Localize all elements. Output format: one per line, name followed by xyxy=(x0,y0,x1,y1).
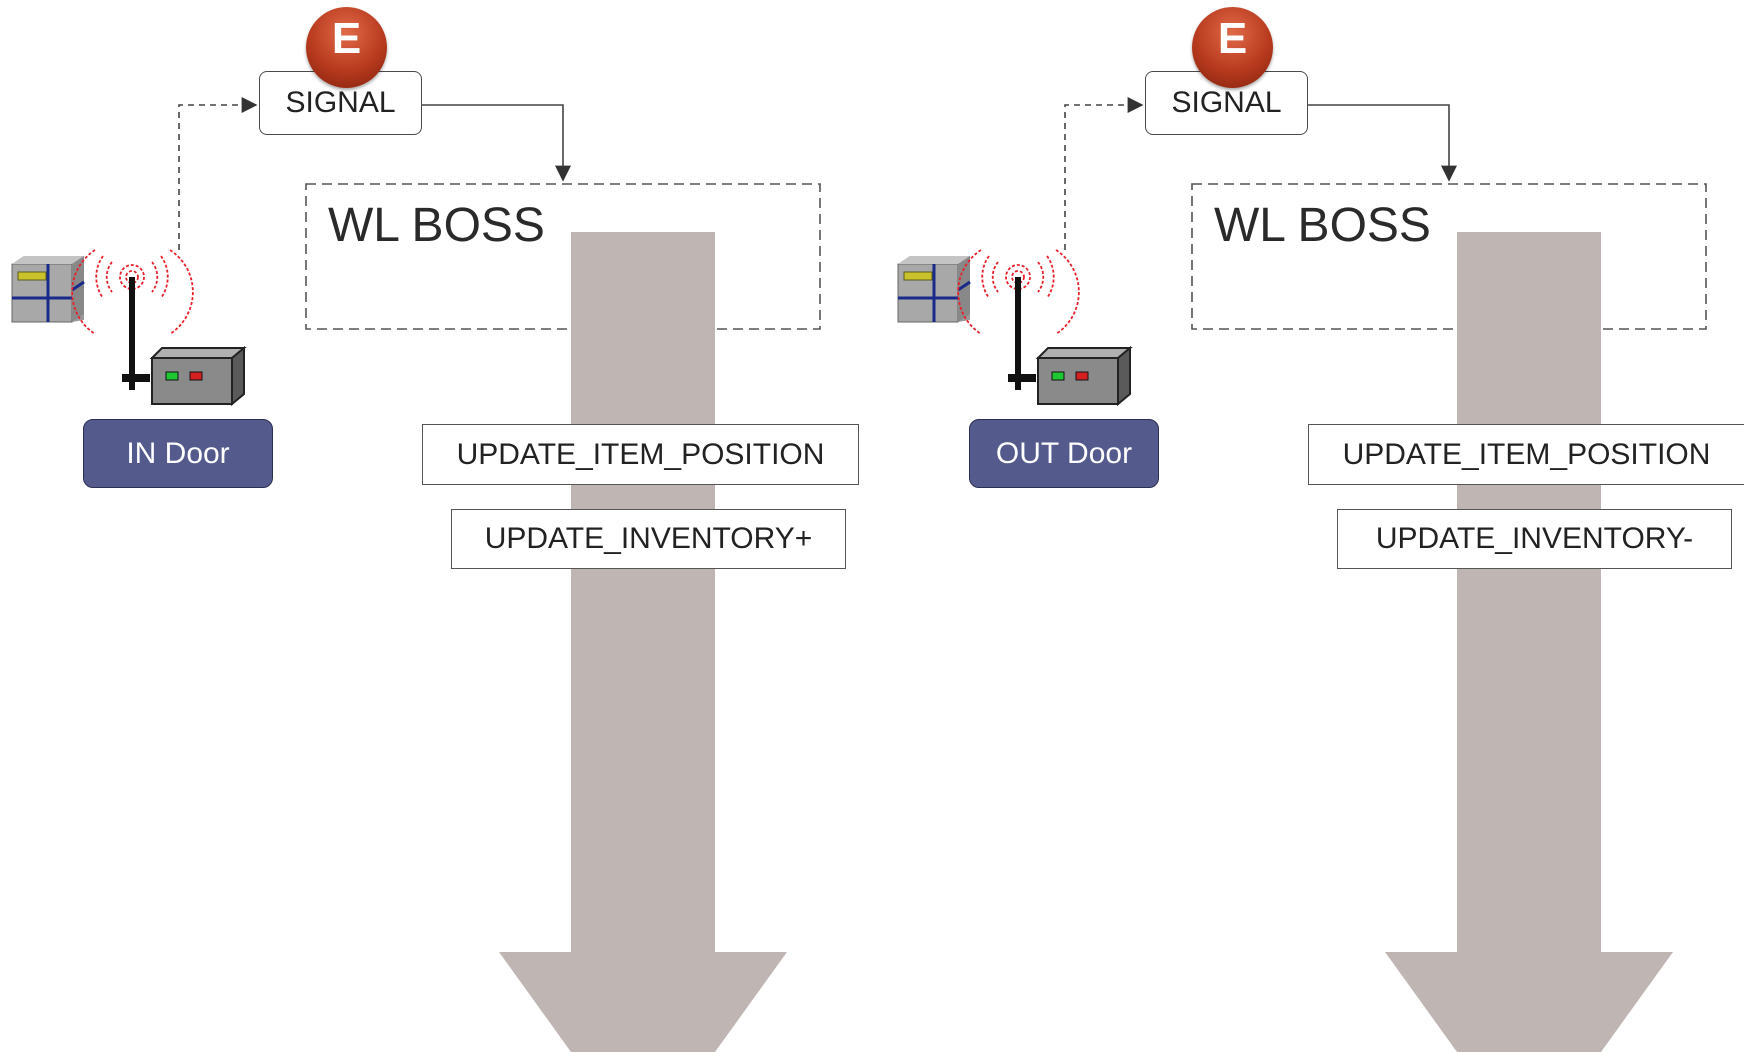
in-door-button[interactable]: IN Door xyxy=(83,419,273,488)
system-label: WL BOSS xyxy=(1214,199,1431,252)
message-update-item-position: UPDATE_ITEM_POSITION xyxy=(422,424,859,485)
out-door-button[interactable]: OUT Door xyxy=(969,419,1159,488)
package-icon xyxy=(897,256,971,323)
rfid-waves-icon xyxy=(957,249,1080,335)
antenna-icon xyxy=(1008,277,1036,390)
in-door-flow-panel: WL BOSS SIGNAL E IN Door UPDATE_ITEM_POS… xyxy=(11,7,859,1052)
event-badge: E xyxy=(1192,7,1273,88)
out-door-flow-panel: WL BOSS SIGNAL E OUT Door UPDATE_ITEM_PO… xyxy=(886,0,1744,1052)
rfid-waves-icon xyxy=(71,249,194,335)
signal-to-boss-connector xyxy=(422,104,571,182)
dashed-signal-connector xyxy=(178,97,258,250)
rfid-reader-device xyxy=(11,249,247,407)
signal-to-boss-connector xyxy=(1308,104,1457,182)
reader-box-icon xyxy=(1035,345,1133,407)
message-update-inventory-minus: UPDATE_INVENTORY- xyxy=(1337,509,1732,569)
boss-boundary xyxy=(305,183,821,330)
message-update-item-position: UPDATE_ITEM_POSITION xyxy=(1308,424,1744,485)
system-label: WL BOSS xyxy=(328,199,545,252)
dashed-signal-connector xyxy=(1064,97,1144,250)
rfid-reader-device xyxy=(897,249,1133,407)
signal-node: SIGNAL xyxy=(1145,71,1308,135)
package-icon xyxy=(11,256,85,323)
reader-box-icon xyxy=(149,345,247,407)
boss-boundary xyxy=(1191,183,1707,330)
connector-layer xyxy=(1064,97,1707,330)
event-badge: E xyxy=(306,7,387,88)
antenna-icon xyxy=(122,277,150,390)
connector-layer xyxy=(178,97,821,330)
message-update-inventory-plus: UPDATE_INVENTORY+ xyxy=(451,509,846,569)
